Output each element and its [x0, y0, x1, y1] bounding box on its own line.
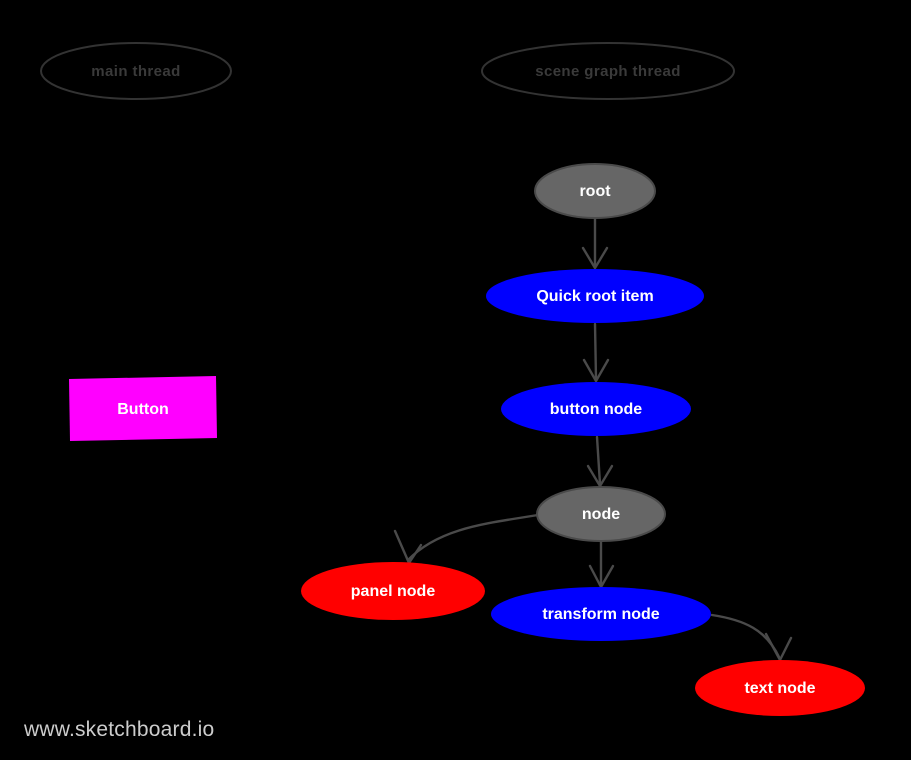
edge-root-to-quick-root-item[interactable]: [581, 217, 609, 270]
node-quick-root-item[interactable]: Quick root item: [486, 269, 704, 323]
node-transform-node-shape[interactable]: [491, 587, 711, 641]
node-panel-node[interactable]: panel node: [301, 562, 485, 620]
arrow-head-icon: [764, 632, 793, 662]
node-transform-node-label: transform node: [542, 606, 659, 623]
swimlane-scene-graph-thread[interactable]: scene graph thread: [481, 42, 735, 100]
node-text-node-shape[interactable]: [695, 660, 865, 716]
node-text-node-label: text node: [744, 680, 815, 697]
node-button-node-label: button node: [550, 401, 643, 418]
swimlane-main-thread[interactable]: main thread: [40, 42, 232, 100]
swimlane-scene-graph-thread-ellipse[interactable]: [481, 42, 735, 100]
node-node-label: node: [582, 506, 620, 523]
node-panel-node-label: panel node: [351, 583, 436, 600]
node-button-shape[interactable]: [69, 376, 217, 441]
edge-node-to-transform-node[interactable]: [588, 540, 615, 589]
node-quick-root-item-shape[interactable]: [486, 269, 704, 323]
node-button[interactable]: Button: [69, 376, 217, 441]
swimlane-main-thread-label: main thread: [91, 63, 180, 80]
edge-button-node-to-node[interactable]: [586, 435, 614, 488]
node-button-node[interactable]: button node: [501, 382, 691, 436]
watermark-label: www.sketchboard.io: [23, 718, 214, 741]
node-node-shape[interactable]: [536, 486, 666, 542]
swimlane-scene-graph-thread-label: scene graph thread: [535, 63, 681, 80]
node-transform-node[interactable]: transform node: [491, 587, 711, 641]
edge-transform-node-to-text-node[interactable]: [710, 613, 793, 662]
node-panel-node-shape[interactable]: [301, 562, 485, 620]
node-button-node-shape[interactable]: [501, 382, 691, 436]
node-text-node[interactable]: text node: [695, 660, 865, 716]
edge-line[interactable]: [593, 322, 598, 381]
node-root-shape[interactable]: [534, 163, 656, 219]
node-quick-root-item-label: Quick root item: [536, 288, 653, 305]
arrow-head-icon: [393, 529, 423, 565]
swimlane-group: main thread scene graph thread: [40, 42, 735, 100]
edge-line[interactable]: [406, 513, 540, 562]
node-group: root Quick root item button node node pa…: [69, 163, 865, 716]
edge-node-to-panel-node[interactable]: [393, 513, 540, 565]
swimlane-main-thread-ellipse[interactable]: [40, 42, 232, 100]
node-root[interactable]: root: [534, 163, 656, 219]
node-root-label: root: [579, 183, 611, 200]
arrow-head-icon: [586, 464, 614, 488]
edge-line[interactable]: [595, 435, 602, 486]
arrow-head-icon: [581, 246, 609, 270]
edge-line[interactable]: [710, 613, 781, 659]
node-node[interactable]: node: [536, 486, 666, 542]
node-button-label: Button: [117, 401, 169, 418]
edge-quick-root-item-to-button-node[interactable]: [582, 322, 610, 383]
arrow-head-icon: [582, 358, 610, 383]
